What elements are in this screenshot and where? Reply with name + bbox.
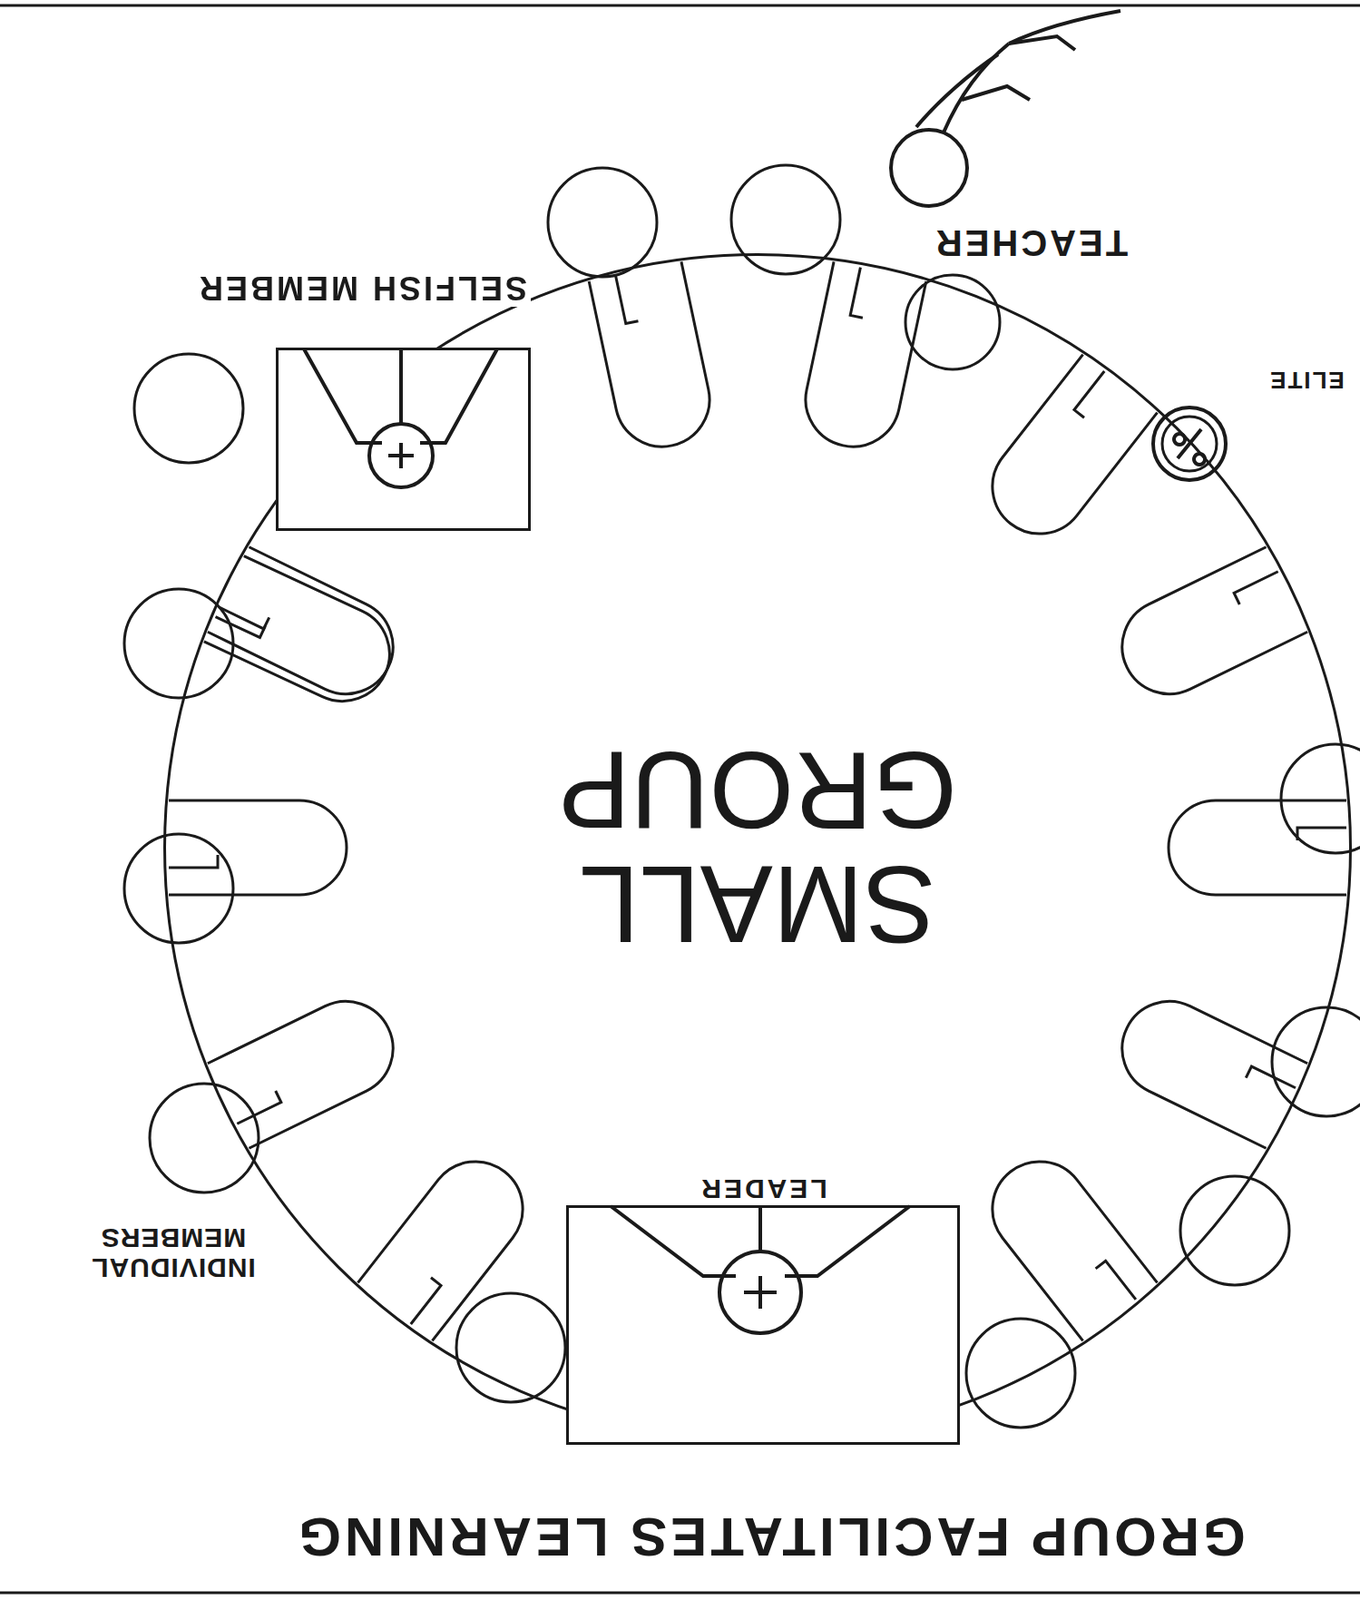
seated-figure [357, 1142, 542, 1341]
elite-label: ELITE [1264, 367, 1349, 394]
rule-line [0, 1591, 1360, 1595]
role-label: SELFISH MEMBER [193, 268, 531, 307]
seated-figure [796, 261, 926, 455]
seated-figure [207, 985, 410, 1148]
diagram-title: GROUP FACILITATES LEARNING [291, 1506, 1249, 1566]
seated-figure [1168, 800, 1347, 895]
seated-figure [168, 800, 347, 895]
seated-figure [204, 556, 406, 717]
seated-figure [588, 261, 718, 455]
seated-figures [168, 261, 1347, 1341]
member-box: LEADER [566, 1204, 960, 1445]
member-box: SELFISH MEMBER [275, 347, 531, 531]
person-figure [273, 344, 529, 529]
seated-figure [973, 354, 1158, 553]
elite-coin [1153, 407, 1226, 480]
seated-figure [973, 1142, 1158, 1341]
role-label: LEADER [694, 1173, 831, 1204]
seated-figure [1105, 547, 1308, 710]
seated-figure [1105, 985, 1308, 1148]
group-title: SMALL GROUP [539, 733, 976, 962]
rule-line [0, 4, 1360, 8]
members-label: INDIVIDUAL MEMBERS [69, 1223, 277, 1283]
person-figure [563, 1202, 958, 1442]
teacher-label: TEACHER [929, 223, 1132, 264]
teacher-figure [890, 10, 1121, 206]
